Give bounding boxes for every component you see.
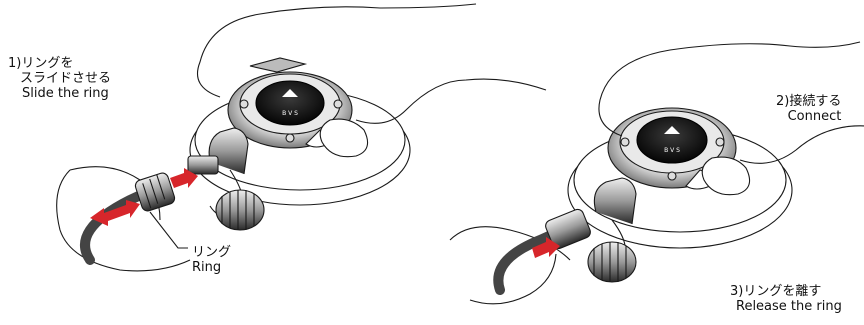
male-stem [188, 156, 218, 174]
logo-badge [637, 117, 707, 163]
logo-badge [256, 81, 324, 125]
step2-en: Connect [776, 109, 841, 124]
step3-en: Release the ring [730, 299, 842, 314]
ring-label: リング Ring [192, 245, 231, 275]
svg-text:B V S: B V S [282, 110, 298, 117]
screw-icon [334, 100, 342, 108]
screw-icon [716, 138, 724, 146]
dust-cap [216, 190, 264, 230]
screw-icon [668, 172, 676, 180]
step2-label: 2)接続する Connect [776, 94, 841, 124]
step1-label: 1)リングを スライドさせる Slide the ring [8, 56, 111, 101]
step1-jp-line2: スライドさせる [8, 71, 111, 86]
ring-pointer-line [150, 212, 188, 248]
step3-jp: 3)リングを離す [730, 284, 842, 299]
left-scene: B V S [57, 4, 546, 271]
ring-en: Ring [192, 260, 231, 275]
ring-jp: リング [192, 245, 231, 260]
step3-label: 3)リングを離す Release the ring [730, 284, 842, 314]
screw-icon [240, 100, 248, 108]
step2-jp: 2)接続する [776, 94, 841, 109]
svg-text:B V S: B V S [664, 147, 680, 154]
screw-icon [621, 138, 629, 146]
step1-en: Slide the ring [8, 86, 111, 101]
step1-jp-line1: 1)リングを [8, 56, 111, 71]
screw-icon [286, 134, 294, 142]
dust-cap [588, 242, 636, 282]
ring [134, 172, 176, 213]
